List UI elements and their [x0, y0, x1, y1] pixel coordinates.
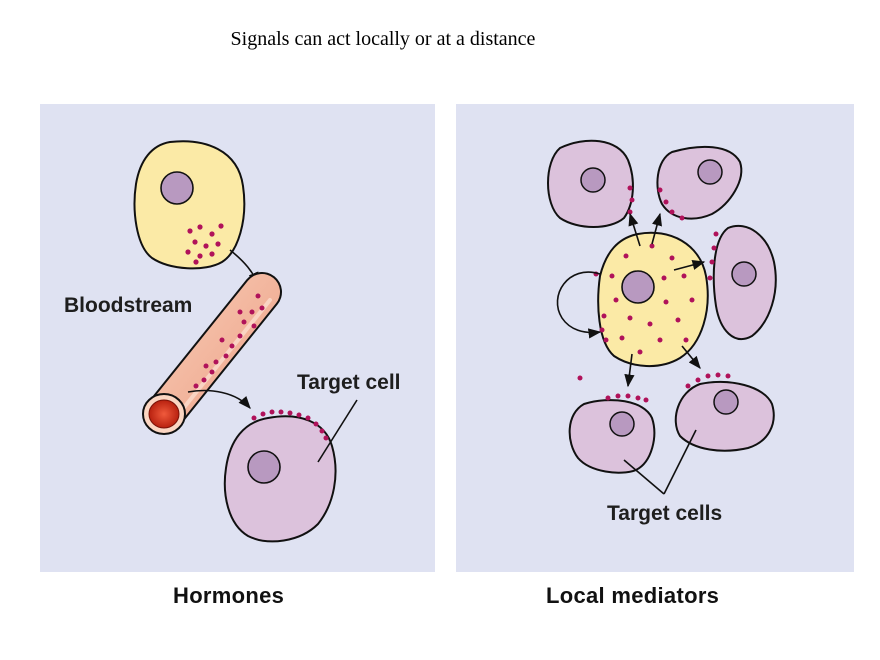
neighbor-cell-bottom-right: [674, 381, 775, 452]
hormone-molecules: [185, 223, 224, 265]
blood-vessel: [142, 272, 282, 435]
target-cell-pointer: [317, 399, 358, 463]
target-cells-label: Target cells: [607, 502, 723, 525]
local-mediator-molecules: [593, 243, 695, 355]
hormones-in-blood: [193, 293, 265, 389]
bound-hormones: [251, 409, 329, 441]
hormones-caption: Hormones: [173, 583, 285, 608]
nucleus-icon: [247, 450, 281, 484]
diffusion-arrows: [556, 212, 706, 388]
nucleus-icon: [621, 270, 655, 304]
nucleus-icon: [160, 171, 194, 205]
bloodstream-label: Bloodstream: [64, 294, 193, 317]
paracrine-signaling-cell: [593, 231, 709, 368]
delivery-arrow-icon: [187, 389, 251, 409]
local-mediators-caption: Local mediators: [546, 583, 720, 608]
neighbor-cell-bottom-left: [568, 399, 656, 474]
page-title: Signals can act locally or at a distance: [230, 28, 536, 50]
target-cell-label: Target cell: [297, 371, 401, 394]
target-cell: [223, 409, 337, 543]
target-cells-pointers: [623, 429, 697, 495]
endocrine-cell: [133, 140, 246, 270]
neighbor-cell-right: [712, 225, 777, 341]
neighbor-cell-top-right: [656, 145, 743, 220]
neighbor-cell-top-left: [547, 139, 634, 228]
